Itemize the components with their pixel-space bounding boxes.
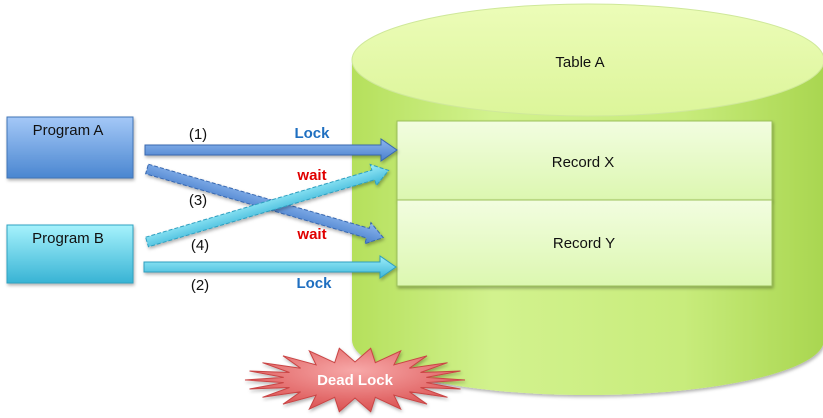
record-x-label: Record X (552, 154, 615, 171)
action-3-label: wait (296, 226, 326, 243)
step-2-label: (2) (191, 277, 209, 294)
table-label: Table A (555, 54, 604, 71)
record-y-label: Record Y (553, 235, 615, 252)
program-a-label: Program A (33, 122, 104, 139)
record-x (396, 120, 773, 201)
step-4-label: (4) (191, 237, 209, 254)
arrow-2-b-to-y (143, 255, 397, 279)
record-y (396, 199, 773, 287)
step-3-label: (3) (189, 192, 207, 209)
program-b-box (6, 224, 134, 284)
deadlock-badge (244, 347, 466, 413)
program-b-label: Program B (32, 230, 104, 247)
program-a-box (6, 116, 134, 179)
starburst-shape (244, 347, 466, 413)
action-4-label: wait (296, 167, 326, 184)
arrow-1-a-to-x (144, 138, 398, 162)
action-1-label: Lock (294, 125, 330, 142)
action-2-label: Lock (296, 275, 332, 292)
arrow-4-b-to-x (144, 163, 390, 248)
deadlock-label: Dead Lock (317, 372, 394, 389)
step-1-label: (1) (189, 126, 207, 143)
cylinder-top (351, 3, 823, 117)
